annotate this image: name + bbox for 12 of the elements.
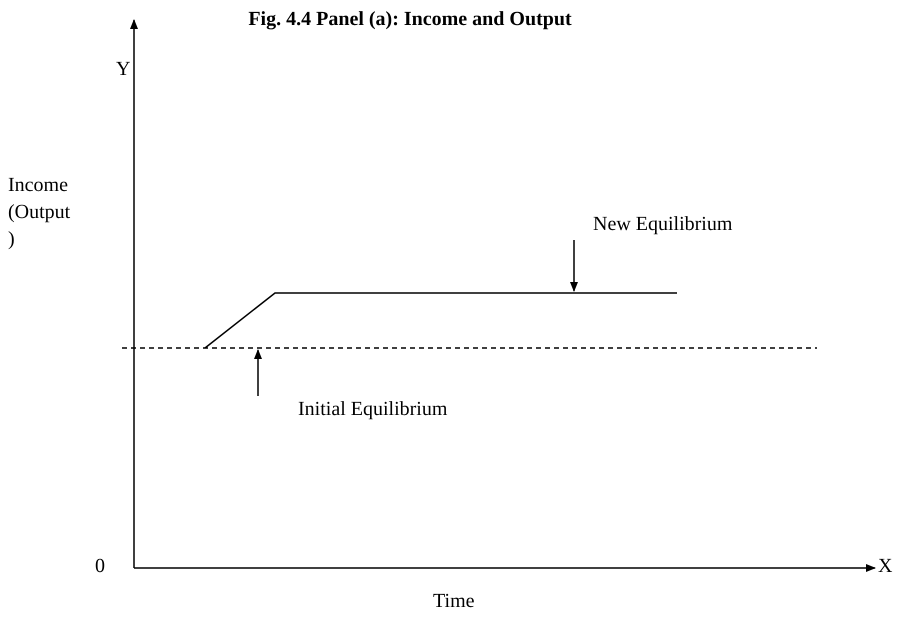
- axis-label: X: [878, 554, 892, 579]
- annotation-text: Initial Equilibrium: [250, 396, 448, 423]
- annotation-text: New Equilibrium: [560, 211, 732, 238]
- figure-title: Fig. 4.4 Panel (a): Income and Output: [247, 8, 573, 31]
- dashed-line: [122, 347, 817, 349]
- origin-label: 0: [95, 554, 105, 579]
- arrow: [254, 349, 262, 396]
- axis-label: Income (Output ): [8, 173, 72, 252]
- income-path-line: [204, 292, 677, 349]
- arrow: [570, 240, 578, 292]
- axis-label: Time: [433, 589, 475, 614]
- axis-label: Y: [116, 57, 130, 82]
